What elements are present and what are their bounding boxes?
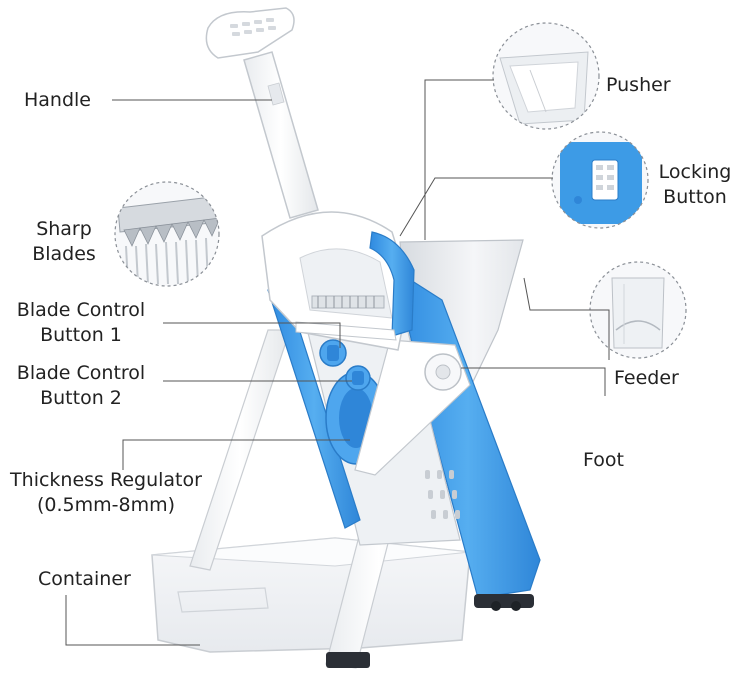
leader-thickness [122,439,350,470]
label-pusher: Pusher [606,74,671,96]
label-blade-control-1-line1: Blade Control [16,299,146,321]
locking-button-detail [551,131,649,229]
label-blade-control-2: Blade Control Button 2 [8,361,154,411]
front-leg-left [189,329,291,571]
blade-strip [311,295,385,309]
label-thickness-regulator-line2: (0.5mm-8mm) [36,494,176,516]
label-sharp-blades: Sharp Blades [22,217,106,267]
label-sharp-blades-line2: Blades [32,243,96,265]
leader-feeder [523,277,610,360]
leader-lines [65,79,610,646]
pusher-detail [492,22,600,130]
leader-container [65,595,200,646]
label-feeder: Feeder [614,367,679,389]
handle-stem [243,51,319,219]
leader-pusher [424,79,494,240]
slicer-body [151,7,541,669]
label-thickness-regulator-line1: Thickness Regulator [10,469,202,491]
leader-blade-control-1 [163,322,341,348]
label-locking-button-line2: Button [663,186,727,208]
label-blade-control-1-line2: Button 1 [40,324,122,346]
label-locking-button: Locking Button [655,160,735,210]
label-handle: Handle [24,89,92,111]
label-container: Container [38,568,131,590]
label-foot: Foot [583,449,624,471]
label-blade-control-1: Blade Control Button 1 [8,298,154,348]
feeder-detail [589,261,687,359]
leader-foot [461,367,606,396]
label-sharp-blades-line1: Sharp [36,218,92,240]
label-blade-control-2-line1: Blade Control [16,362,146,384]
sharp-blades-detail [114,181,220,287]
label-thickness-regulator: Thickness Regulator (0.5mm-8mm) [4,468,208,518]
label-locking-button-line1: Locking [658,161,732,183]
leader-locking [399,177,553,237]
label-blade-control-2-line2: Button 2 [40,387,122,409]
